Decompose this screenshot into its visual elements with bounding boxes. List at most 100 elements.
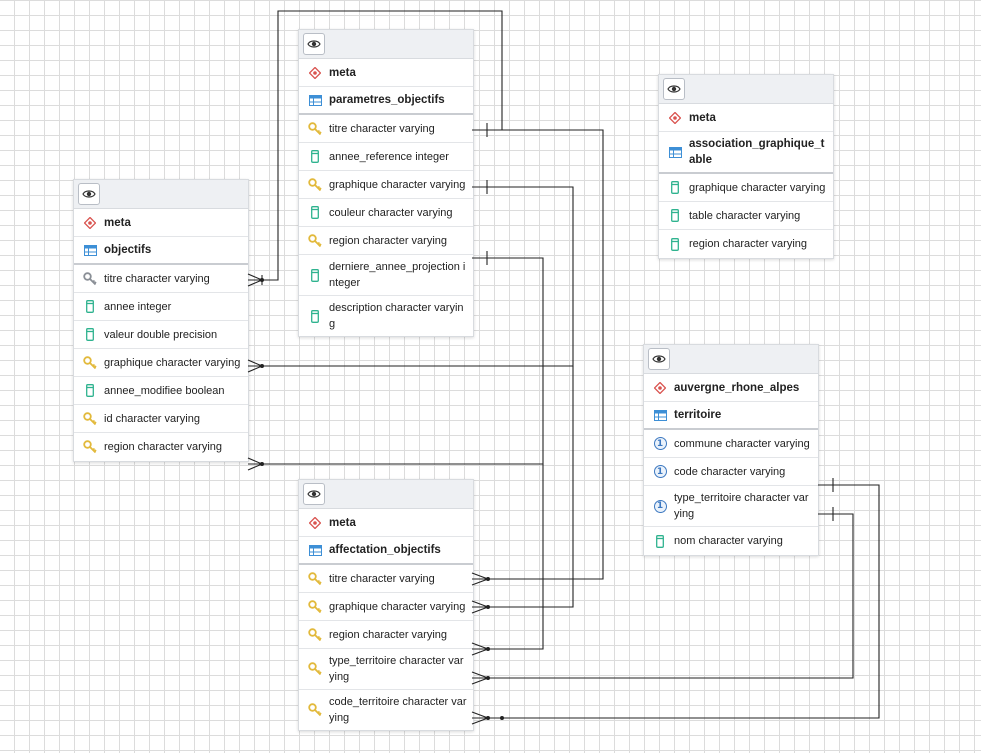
column-row: titre character varying [299, 565, 473, 593]
key-icon [307, 661, 323, 677]
eye-icon[interactable] [303, 33, 325, 55]
column-row: description character varying [299, 296, 473, 336]
column-label: id character varying [104, 412, 200, 425]
unique-icon: 1 [652, 464, 668, 480]
key-grey-icon [82, 271, 98, 287]
column-icon [307, 205, 323, 221]
schema-icon [667, 110, 683, 126]
table-icon [667, 144, 683, 160]
column-row: graphique character varying [659, 174, 833, 202]
table-icon [307, 92, 323, 108]
column-icon [667, 208, 683, 224]
column-row: table character varying [659, 202, 833, 230]
column-label: titre character varying [104, 272, 210, 285]
column-label: type_territoire character varying [674, 492, 809, 520]
column-row: 1 type_territoire character varying [644, 486, 818, 527]
column-label: region character varying [329, 234, 448, 247]
column-row: id character varying [74, 405, 248, 433]
column-row: valeur double precision [74, 321, 248, 349]
schema-row: meta [659, 104, 833, 132]
column-row: type_territoire character varying [299, 649, 473, 690]
column-label: titre character varying [329, 572, 435, 585]
node-header [299, 480, 473, 509]
column-label: titre character varying [329, 122, 435, 135]
unique-icon: 1 [652, 436, 668, 452]
eye-icon[interactable] [78, 183, 100, 205]
key-icon [307, 599, 323, 615]
column-label: description character varying [329, 302, 464, 330]
column-icon [307, 149, 323, 165]
table-row: affectation_objectifs [299, 537, 473, 565]
column-label: valeur double precision [104, 328, 218, 341]
column-row: region character varying [74, 433, 248, 461]
schema-name: meta [689, 111, 716, 124]
table-node-parametres-objectifs[interactable]: meta parametres_objectifs titre characte… [298, 29, 474, 337]
table-name: objectifs [104, 244, 152, 256]
table-row: association_graphique_table [659, 132, 833, 174]
schema-icon [652, 380, 668, 396]
table-icon [652, 407, 668, 423]
column-row: graphique character varying [299, 593, 473, 621]
column-icon [307, 308, 323, 324]
column-icon [307, 267, 323, 283]
eye-icon[interactable] [648, 348, 670, 370]
table-name: affectation_objectifs [329, 544, 441, 556]
key-icon [82, 411, 98, 427]
key-icon [307, 233, 323, 249]
eye-icon[interactable] [663, 78, 685, 100]
column-label: graphique character varying [104, 356, 241, 369]
schema-row: meta [299, 59, 473, 87]
column-row: couleur character varying [299, 199, 473, 227]
column-label: graphique character varying [329, 178, 466, 191]
table-row: objectifs [74, 237, 248, 265]
column-row: titre character varying [74, 265, 248, 293]
schema-icon [82, 215, 98, 231]
table-node-association-graphique-table[interactable]: meta association_graphique_table graphiq… [658, 74, 834, 259]
column-label: code_territoire character varying [329, 696, 467, 724]
key-icon [82, 439, 98, 455]
column-label: annee_reference integer [329, 150, 449, 163]
key-icon [307, 177, 323, 193]
unique-icon: 1 [652, 498, 668, 514]
table-name: association_graphique_table [689, 138, 825, 166]
column-icon [82, 383, 98, 399]
column-label: annee integer [104, 300, 172, 313]
column-row: graphique character varying [74, 349, 248, 377]
schema-name: meta [329, 66, 356, 79]
column-label: derniere_annee_projection integer [329, 261, 466, 289]
column-row: annee_modifiee boolean [74, 377, 248, 405]
column-icon [667, 180, 683, 196]
link-affectation-graphique [472, 366, 574, 608]
column-row: region character varying [299, 621, 473, 649]
node-header [74, 180, 248, 209]
schema-row: auvergne_rhone_alpes [644, 374, 818, 402]
link-affectation-titre [472, 129, 604, 580]
table-row: parametres_objectifs [299, 87, 473, 115]
column-label: code character varying [674, 465, 786, 478]
key-icon [82, 355, 98, 371]
link-affectation-region [472, 464, 544, 650]
column-label: graphique character varying [689, 181, 826, 194]
column-row: annee integer [74, 293, 248, 321]
node-header [659, 75, 833, 104]
column-label: nom character varying [674, 535, 783, 547]
table-node-objectifs[interactable]: meta objectifs titre character varying a… [73, 179, 249, 462]
table-node-territoire[interactable]: auvergne_rhone_alpes territoire 1 commune… [643, 344, 819, 556]
column-label: graphique character varying [329, 600, 466, 613]
key-icon [307, 571, 323, 587]
eye-icon[interactable] [303, 483, 325, 505]
table-icon [307, 542, 323, 558]
key-icon [307, 627, 323, 643]
column-row: derniere_annee_projection integer [299, 255, 473, 296]
schema-name: meta [329, 516, 356, 529]
table-node-affectation-objectifs[interactable]: meta affectation_objectifs titre charact… [298, 479, 474, 731]
table-row: territoire [644, 402, 818, 430]
column-icon [667, 236, 683, 252]
column-label: table character varying [689, 209, 801, 222]
column-label: type_territoire character varying [329, 655, 464, 683]
column-label: commune character varying [674, 437, 810, 450]
schema-icon [307, 65, 323, 81]
table-name: territoire [674, 409, 722, 421]
schema-icon [307, 515, 323, 531]
schema-name: auvergne_rhone_alpes [674, 381, 800, 394]
